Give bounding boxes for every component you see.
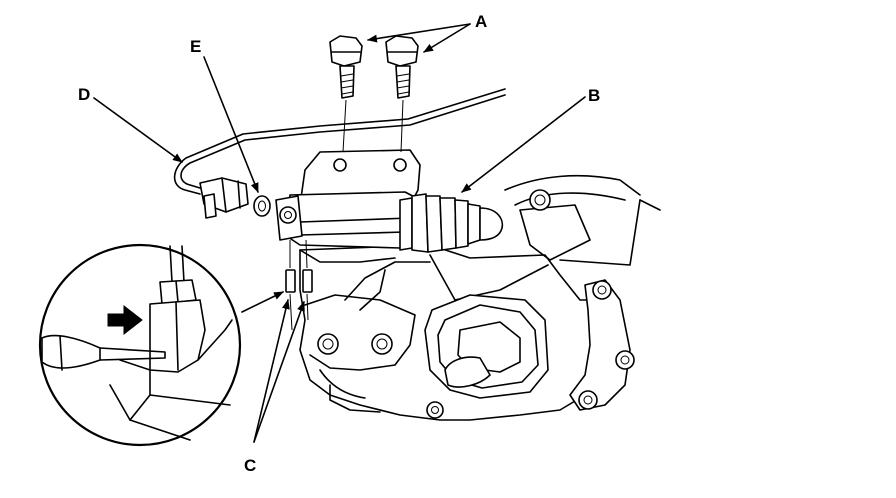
push-direction-arrow xyxy=(107,304,143,336)
clutch-line xyxy=(173,88,506,219)
spring-pin-right xyxy=(302,239,313,321)
pushrod-boot xyxy=(399,193,504,253)
label-a: A xyxy=(475,12,487,31)
master-cylinder xyxy=(275,149,504,263)
inset-pointer-arrow xyxy=(241,291,284,313)
leader-lines xyxy=(93,23,586,443)
sealing-washer xyxy=(253,195,271,217)
transmission-housing xyxy=(299,174,661,421)
mounting-bolt-right xyxy=(385,35,419,99)
spring-pin-left xyxy=(285,240,296,331)
detail-inset xyxy=(38,243,242,447)
label-d: D xyxy=(78,85,90,104)
label-b: B xyxy=(588,86,600,105)
label-c: C xyxy=(244,456,256,475)
label-e: E xyxy=(190,37,201,56)
mounting-bolt-left xyxy=(329,35,363,99)
